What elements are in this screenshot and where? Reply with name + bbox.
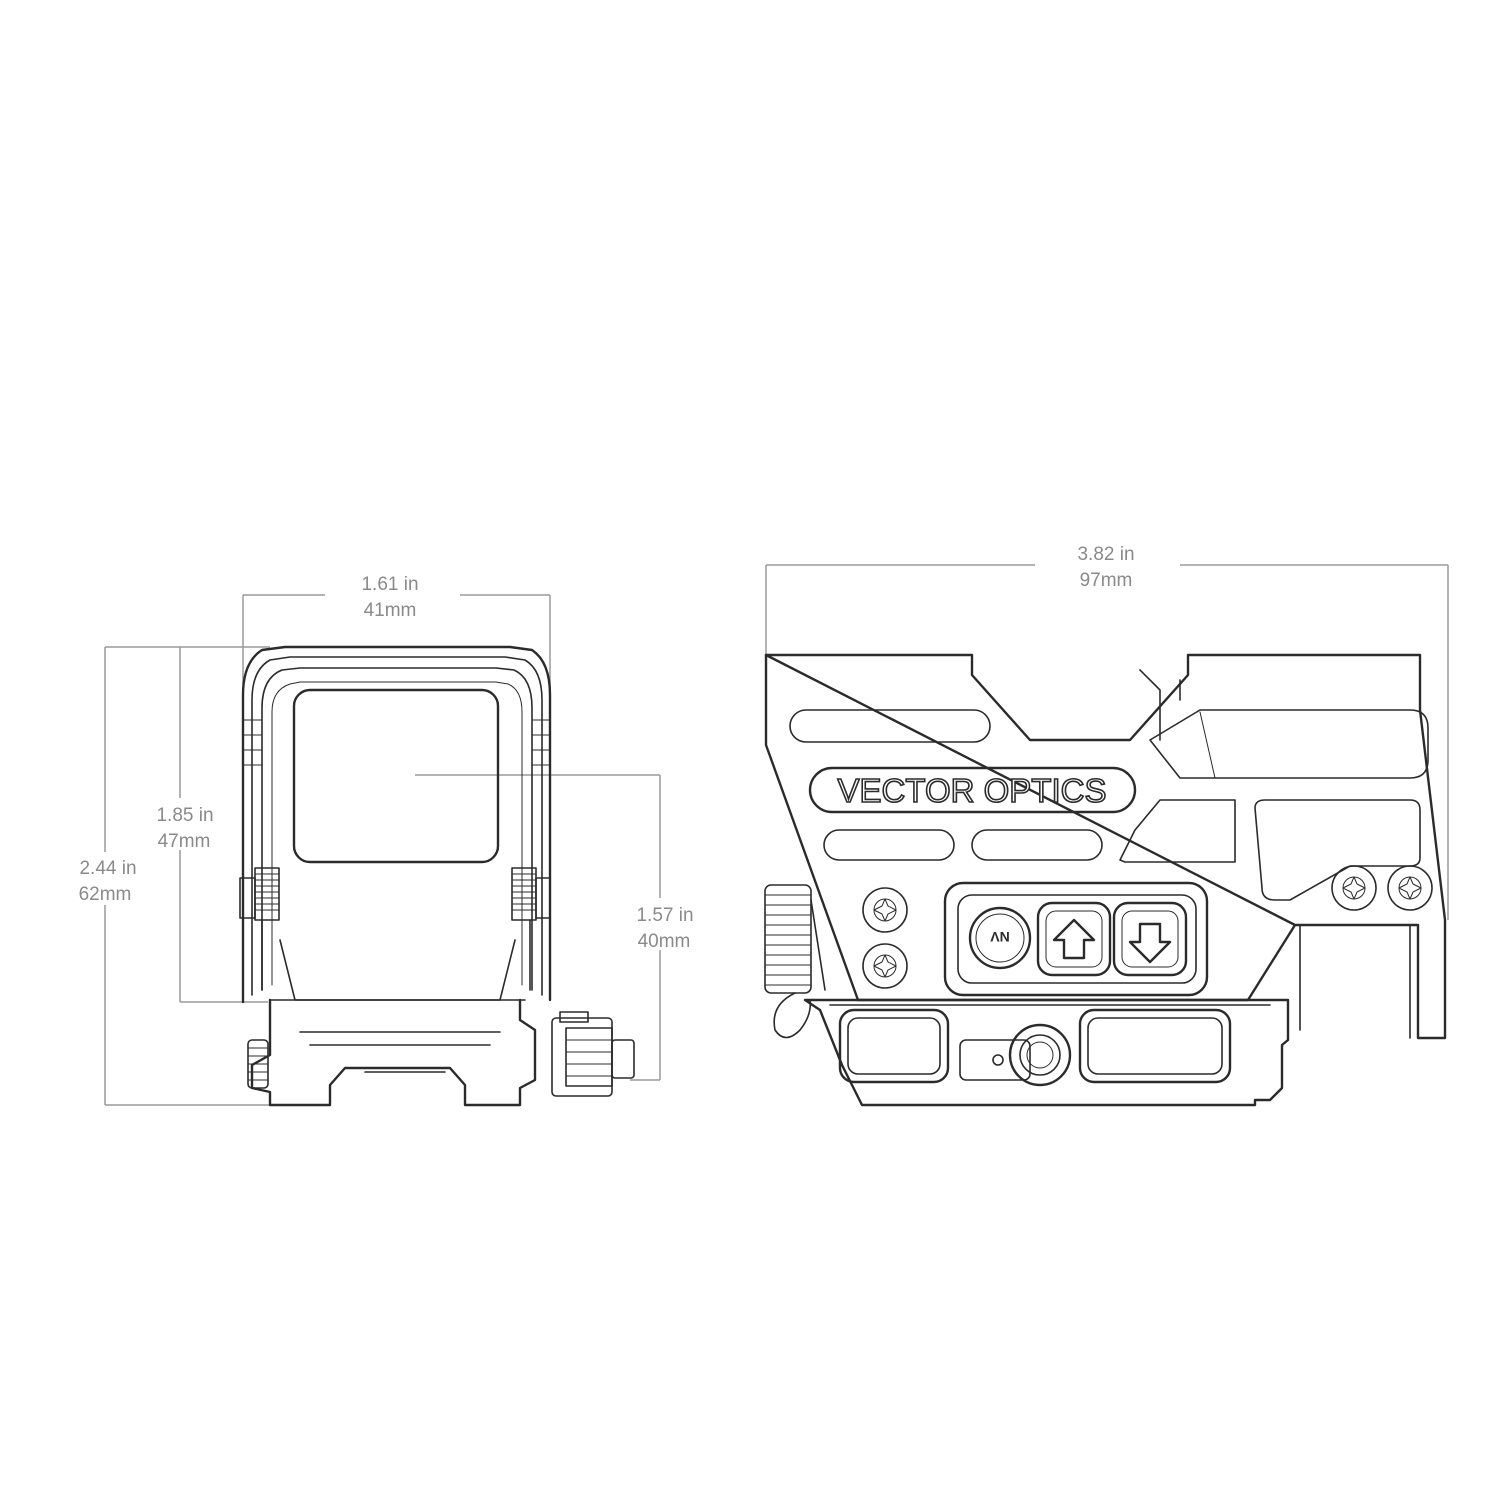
brightness-down-button[interactable] (1112, 901, 1188, 977)
front-view: 1.61 in 41mm 2.44 in 62mm 1.85 in 47mm (79, 574, 694, 1107)
front-optical-height-dimension: 1.57 in 40mm (415, 774, 694, 1081)
nv-mode-button[interactable]: NV (968, 906, 1032, 970)
front-optical-height-inches: 1.57 in (636, 905, 693, 926)
front-total-height-mm: 62mm (79, 884, 132, 905)
side-length-dimension: 3.82 in 97mm (765, 544, 1449, 920)
brand-plate (808, 766, 1137, 814)
front-left-knob (239, 867, 280, 921)
screw-top-left (862, 887, 908, 933)
nv-button-label: NV (990, 929, 1010, 945)
front-housing (239, 645, 635, 1107)
front-optical-height-mm: 40mm (638, 931, 691, 952)
front-inner-height-mm: 47mm (158, 831, 211, 852)
front-qd-lever (551, 1011, 635, 1097)
front-right-knob (511, 867, 551, 921)
button-panel: NV (943, 881, 1209, 997)
side-housing: VECTOR OPTICS (764, 653, 1447, 1107)
front-inner-height-dimension: 1.85 in 47mm (156, 647, 268, 1003)
side-adjustment-knob (764, 884, 826, 1039)
front-width-dimension: 1.61 in 41mm (242, 574, 551, 700)
screw-bottom-left (862, 943, 908, 989)
front-inner-height-inches: 1.85 in (156, 805, 213, 826)
arrow-down-icon (1128, 922, 1172, 964)
front-total-height-inches: 2.44 in (79, 858, 136, 879)
front-width-mm: 41mm (364, 600, 417, 621)
front-width-inches: 1.61 in (361, 574, 418, 595)
side-view: 3.82 in 97mm VECTOR OPTICS (764, 544, 1449, 1107)
side-length-inches: 3.82 in (1077, 544, 1134, 565)
front-total-height-dimension: 2.44 in 62mm (79, 646, 290, 1106)
front-window (292, 688, 500, 864)
side-length-mm: 97mm (1080, 570, 1133, 591)
brightness-up-button[interactable] (1036, 901, 1112, 977)
screw-right-2 (1387, 865, 1433, 911)
brand-logo: VECTOR OPTICS (838, 772, 1107, 809)
screw-right-1 (1331, 865, 1377, 911)
arrow-up-icon (1052, 918, 1096, 960)
throw-lever-knob (1008, 1023, 1072, 1087)
